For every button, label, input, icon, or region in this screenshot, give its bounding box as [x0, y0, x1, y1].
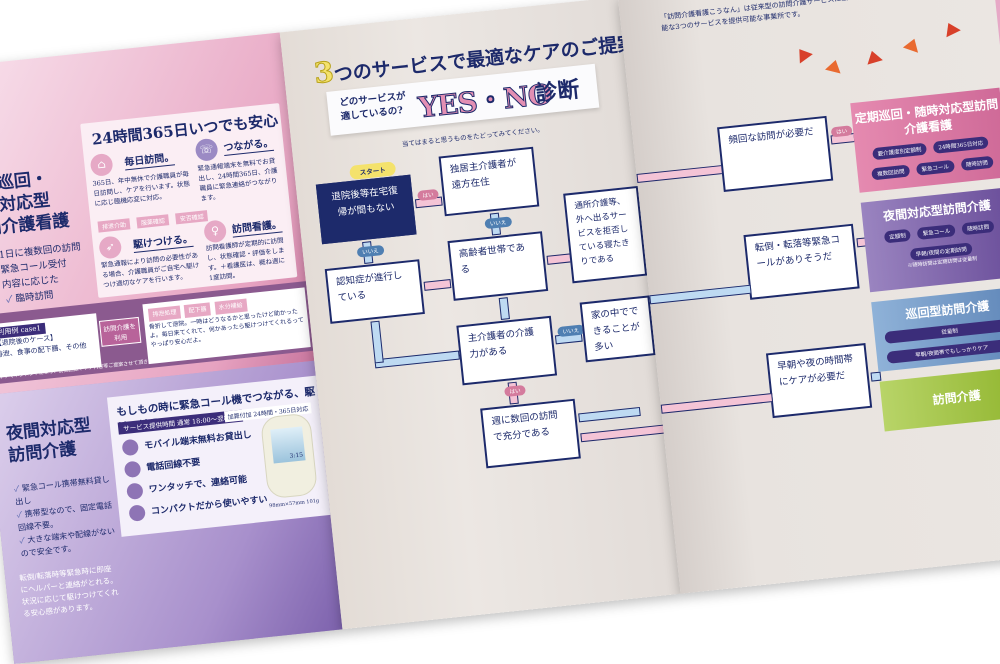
nurse-icon: ♀: [203, 219, 228, 244]
intro-text: 「訪問介護看護こうなん」は従来型の訪問介護サービスに加え、より柔軟なサービスが可…: [659, 0, 940, 33]
origami-bird-icon: [941, 19, 961, 38]
home-icon: ⌂: [89, 152, 114, 177]
origami-bird-icon: [864, 48, 883, 65]
service-title-teiki: 期巡回・ 時対応型 問介護看護: [0, 168, 71, 240]
question-q3[interactable]: 認知症が進行している: [324, 259, 425, 324]
emergency-call-card: もしもの時に緊急コール機でつながる、駆けつける サービス提供時間 通常 18:0…: [106, 375, 331, 537]
question-q6[interactable]: 主介護者の介護力がある: [456, 315, 558, 386]
case-result-box: 排泄処理 配下膳 水分補給 骨折して退院。一時はどうなるかと思ったけど助かったよ…: [142, 287, 311, 365]
run-icon: ➶: [98, 235, 123, 260]
service-title-yakan: 夜間対応型 訪問介護: [5, 415, 92, 467]
right-page: 「訪問介護看護こうなん」は従来型の訪問介護サービスに加え、より柔軟なサービスが可…: [617, 0, 1000, 594]
result-yakan-taiou[interactable]: 夜間対応型訪問介護 定額制 緊急コール 随時訪問 早朝/夜間の定期訪問 ※随時訪…: [860, 187, 1000, 293]
check-list-yakan: 緊急コール携帯無料貸し出し 携帯型なので、固定電話回線不要。 大きな端末や配線が…: [13, 472, 121, 560]
question-q2[interactable]: 独居主介護者が遠方在住: [438, 146, 540, 217]
origami-bird-icon: [792, 44, 813, 64]
left-bottom-section: 夜間対応型 訪問介護 緊急コール携帯無料貸し出し 携帯型なので、固定電話回線不要…: [0, 360, 343, 664]
question-q1[interactable]: 退院後等在宅復帰が間もない: [315, 174, 417, 245]
no-line-icon: [123, 460, 142, 479]
judgement-badge: 訪問介護を利用: [98, 316, 142, 347]
check-list: 1日に複数回の訪問 緊急コール受付 内容に応じた 臨時訪問: [0, 240, 86, 309]
feature-card-24h: 24時間365日いつでも安心 ⌂ 毎日訪問。 365日、年中無休で介護職員が毎日…: [80, 103, 298, 298]
left-top-section: 期巡回・ 時対応型 問介護看護 1日に複数回の訪問 緊急コール受付 内容に応じた…: [0, 32, 315, 396]
result-junkai-gata[interactable]: 巡回型訪問介護 従量制 早朝/夜間帯でもしっかりケア: [871, 286, 1000, 372]
compact-icon: [128, 504, 146, 522]
origami-bird-icon: [825, 58, 844, 74]
question-q10[interactable]: 転倒・転落等緊急コールがありそうだ: [743, 223, 860, 300]
question-q7[interactable]: 家の中でできることが多い: [579, 295, 656, 363]
emergency-phone-image: 3:15: [259, 412, 319, 500]
phone-icon: ☏: [194, 137, 219, 162]
origami-bird-icon: [902, 36, 922, 53]
center-page: 3つのサービスで最適なケアのご提案 どのサービスが 適しているの? YES・NO…: [279, 0, 681, 630]
question-q5[interactable]: 通所介護等、外へ出るサービスを拒否している寝たきりである: [563, 185, 648, 284]
result-houmon-kaigo[interactable]: 訪問介護: [879, 366, 1000, 432]
question-q11[interactable]: 早朝や夜の時間帯にケアが必要だ: [765, 343, 873, 419]
question-q4[interactable]: 高齢者世帯である: [447, 231, 549, 301]
tag-list: 排泄介助 服薬確認 安否確認: [96, 203, 210, 234]
result-teiki-junkai[interactable]: 定期巡回・随時対応型訪問介護看護 要介護度別定額制 24時間365日対応 複数回…: [850, 87, 1000, 193]
touch-icon: [126, 482, 144, 500]
mobile-icon: [121, 438, 140, 457]
question-q9[interactable]: 頻回な訪問が必要だ: [717, 115, 834, 193]
question-q8[interactable]: 週に数回の訪問で充分である: [480, 398, 581, 469]
